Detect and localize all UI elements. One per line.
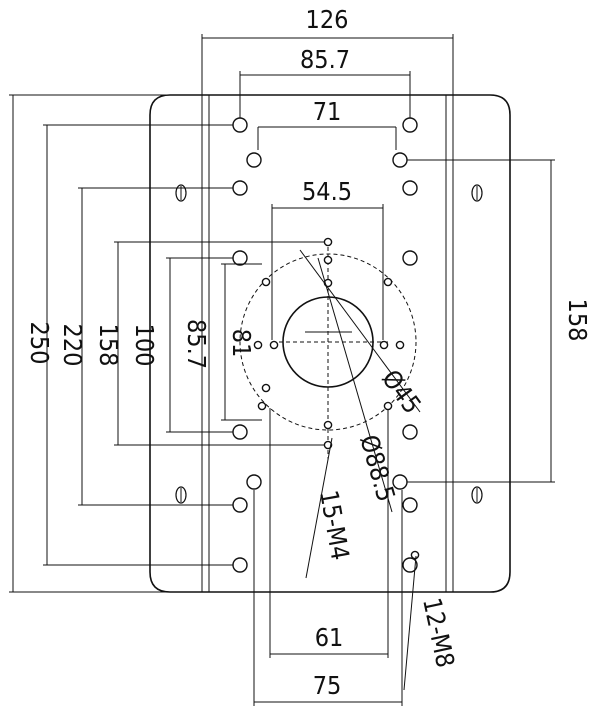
m8-holes bbox=[232, 117, 418, 573]
label-81: 81 bbox=[227, 329, 256, 358]
label-54-5: 54.5 bbox=[302, 177, 352, 206]
label-71: 71 bbox=[313, 97, 342, 126]
label-100: 100 bbox=[130, 324, 159, 367]
dimension-labels: 126 85.7 71 54.5 61 75 250 220 158 100 8… bbox=[25, 5, 590, 700]
label-158-left: 158 bbox=[94, 324, 123, 367]
label-220: 220 bbox=[58, 324, 87, 367]
plate-outline bbox=[149, 94, 511, 593]
label-15-m4: 15-M4 bbox=[314, 488, 355, 562]
vertical-dimensions bbox=[9, 94, 555, 593]
m4-holes bbox=[253, 237, 420, 560]
label-85-7-top: 85.7 bbox=[300, 45, 350, 74]
label-85-7-vertical: 85.7 bbox=[182, 319, 211, 369]
leader-lines bbox=[299, 249, 421, 691]
label-61: 61 bbox=[315, 623, 344, 652]
label-diameter-88-5: Ø88.5 bbox=[354, 432, 401, 505]
label-250: 250 bbox=[25, 322, 54, 365]
side-slots bbox=[175, 184, 483, 504]
horizontal-dimensions bbox=[201, 34, 454, 706]
label-75: 75 bbox=[313, 671, 342, 700]
label-126: 126 bbox=[306, 5, 349, 34]
label-12-m8: 12-M8 bbox=[417, 595, 460, 670]
label-158-right: 158 bbox=[563, 299, 590, 342]
